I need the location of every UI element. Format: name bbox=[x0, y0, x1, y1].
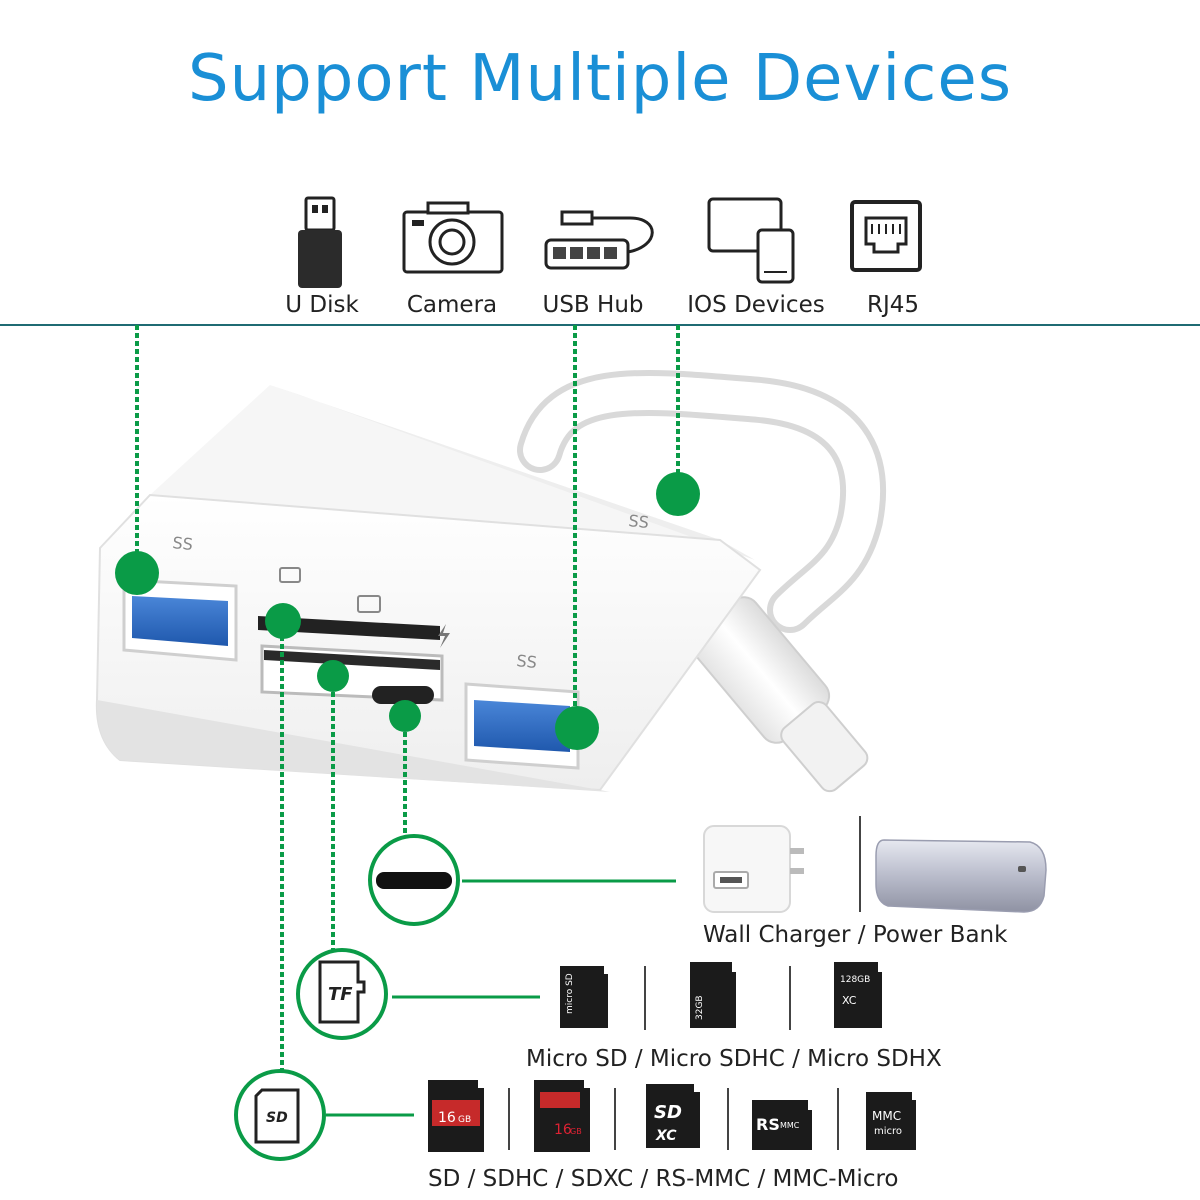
charging-port[interactable] bbox=[372, 686, 434, 704]
sdxc-logo-xc: XC bbox=[655, 1128, 677, 1144]
microsd-card-mark: micro SD bbox=[565, 973, 575, 1014]
ethernet-port-icon bbox=[850, 200, 922, 272]
mmc-micro-card-icon: MMC micro bbox=[866, 1092, 916, 1150]
rs-mmc-card-icon: RS MMC bbox=[752, 1100, 812, 1150]
microsd-card-icon: micro SD bbox=[560, 966, 608, 1028]
callout-lines bbox=[135, 325, 680, 1075]
sdhc-card-icon: 16 GB bbox=[428, 1080, 484, 1152]
microsdxc-card-mark: XC bbox=[842, 994, 857, 1007]
tf-badge: TF bbox=[296, 948, 388, 1040]
usb-hub-icon bbox=[544, 210, 654, 270]
sd-badge: SD bbox=[234, 1069, 326, 1161]
lightning-cable bbox=[517, 369, 887, 793]
device-label-u-disk: U Disk bbox=[285, 292, 359, 318]
usb-flash-drive-icon bbox=[298, 196, 342, 288]
usb-a-port-right[interactable] bbox=[464, 682, 580, 770]
sd-card-row: 16 GB 16 GB SD XC RS MMC MMC micro bbox=[428, 1080, 916, 1152]
callout-dots bbox=[115, 472, 700, 750]
rs-mmc-mmc: MMC bbox=[780, 1121, 800, 1130]
ss-mark-left: SS bbox=[172, 533, 194, 554]
sdhc-card-size: 16 bbox=[438, 1110, 456, 1126]
sdhc-red-card-unit: GB bbox=[570, 1127, 582, 1136]
sdxc-logo-icon: SD XC bbox=[646, 1084, 700, 1148]
tf-badge-label: TF bbox=[328, 984, 353, 1005]
charging-caption: Wall Charger / Power Bank bbox=[703, 922, 1008, 948]
sd-badge-label: SD bbox=[266, 1110, 288, 1126]
sdhc-card-unit: GB bbox=[458, 1115, 471, 1125]
tf-card-slot[interactable] bbox=[258, 616, 440, 640]
tf-slot-mark-icon bbox=[279, 567, 301, 583]
sdxc-logo-sd: SD bbox=[654, 1102, 682, 1123]
microsdxc-card-icon: 128GB XC bbox=[834, 962, 882, 1028]
tablet-phone-icon bbox=[707, 197, 795, 284]
usb-a-port-left[interactable] bbox=[122, 578, 238, 662]
tf-caption: Micro SD / Micro SDHC / Micro SDHX bbox=[526, 1046, 942, 1072]
charging-port-icon bbox=[368, 834, 460, 926]
camera-icon bbox=[402, 201, 504, 274]
wall-charger-icon bbox=[703, 825, 804, 913]
power-bank-icon bbox=[875, 839, 1047, 913]
mmc-micro-micro: micro bbox=[874, 1126, 902, 1137]
sdhc-red-card-size: 16 bbox=[554, 1122, 572, 1138]
sd-caption: SD / SDHC / SDXC / RS-MMC / MMC-Micro bbox=[428, 1166, 899, 1192]
connector-lines bbox=[326, 879, 676, 1117]
sd-slot-mark-icon bbox=[357, 595, 381, 613]
device-label-rj45: RJ45 bbox=[866, 292, 920, 318]
microsdxc-card-size: 128GB bbox=[840, 975, 870, 985]
ss-mark-right: SS bbox=[516, 651, 538, 672]
device-label-ios-devices: IOS Devices bbox=[687, 292, 825, 318]
rs-mmc-rs: RS bbox=[756, 1115, 780, 1134]
tf-card-row: micro SD 32GB 128GB XC bbox=[560, 962, 882, 1030]
lightning-bolt-icon bbox=[438, 624, 450, 648]
device-label-camera: Camera bbox=[406, 292, 498, 318]
sdhc-card-red-icon: 16 GB bbox=[534, 1080, 590, 1152]
microsdhc-card-icon: 32GB bbox=[690, 962, 736, 1028]
device-label-usb-hub: USB Hub bbox=[542, 292, 644, 318]
ss-mark-back: SS bbox=[628, 511, 650, 532]
mmc-micro-mmc: MMC bbox=[872, 1109, 901, 1123]
microsdhc-card-mark: 32GB bbox=[695, 995, 705, 1020]
page-title: Support Multiple Devices bbox=[187, 42, 1013, 116]
